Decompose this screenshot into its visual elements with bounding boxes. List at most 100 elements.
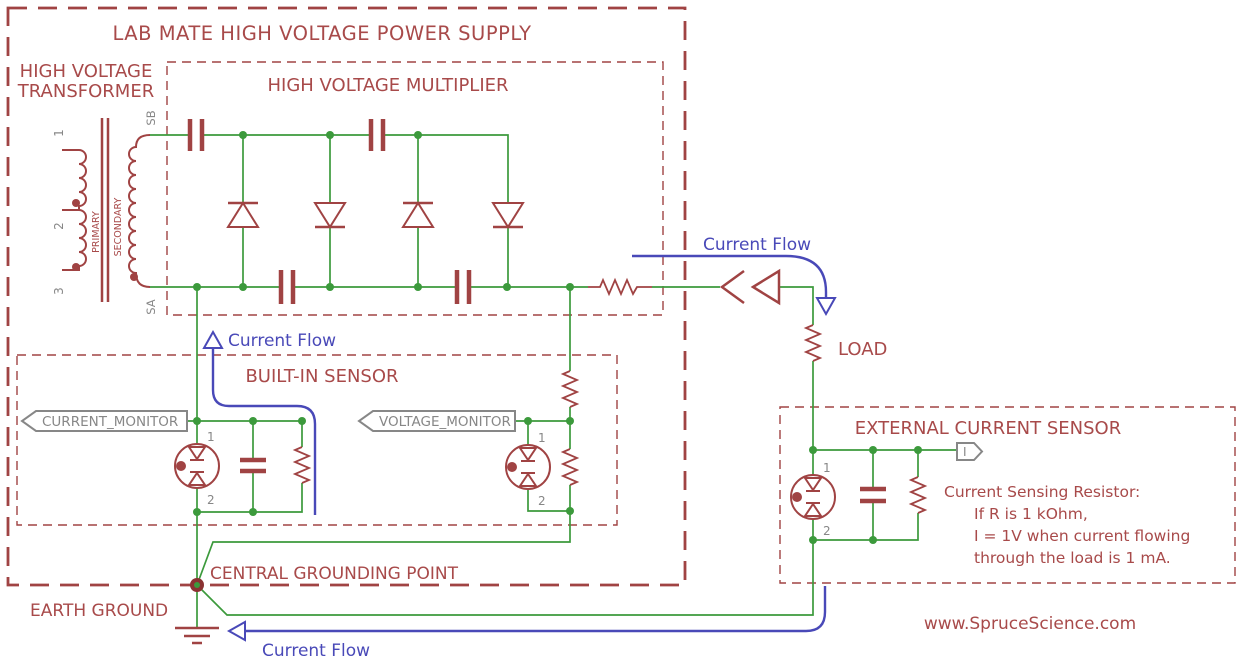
polarity-dot <box>72 199 80 207</box>
sense-note-line1: Current Sensing Resistor: <box>944 483 1140 501</box>
voltage-monitor-device <box>505 444 551 490</box>
junction-dot <box>414 131 422 139</box>
gas-fill-dot <box>507 462 517 472</box>
junction-dot <box>193 283 201 291</box>
built-in-filter-resistor <box>292 446 312 484</box>
current-flow-annotations <box>202 254 837 642</box>
sense-note-line4: through the load is 1 mA. <box>974 549 1171 567</box>
junction-dot <box>503 283 511 291</box>
capacitor <box>368 119 386 151</box>
wire <box>813 513 919 541</box>
arrowhead-up-icon <box>202 329 224 349</box>
central-grounding-label: CENTRAL GROUNDING POINT <box>210 564 459 584</box>
primary-label: PRIMARY <box>91 211 102 253</box>
load-label: LOAD <box>838 339 887 360</box>
junction-dot <box>193 417 201 425</box>
junction-dot <box>249 508 257 516</box>
junction-dot <box>524 417 532 425</box>
transformer-pin3-label: 3 <box>52 287 66 295</box>
external-pin2-label: 2 <box>823 524 831 538</box>
multiplier-box <box>166 61 664 316</box>
transformer-title-line2: TRANSFORMER <box>17 81 154 102</box>
wire <box>197 483 303 513</box>
built-in-pin1-label: 1 <box>207 430 215 444</box>
sense-note-line2: If R is 1 kOhm, <box>974 505 1088 523</box>
connector-socket <box>750 268 781 306</box>
junction-dot <box>809 446 817 454</box>
current-output-label: I <box>963 445 967 459</box>
current-output-tag: I <box>956 442 984 461</box>
junction-dot <box>914 446 922 454</box>
capacitor <box>187 119 205 151</box>
wire <box>527 489 570 512</box>
current-flow-return-label: Current Flow <box>262 641 370 661</box>
junction-dot <box>566 507 574 515</box>
transformer-sb-label: SB <box>144 110 158 125</box>
voltage-monitor-label: VOLTAGE_MONITOR <box>379 414 511 430</box>
capacitor <box>454 270 472 304</box>
multiplier-title: HIGH VOLTAGE MULTIPLIER <box>267 75 508 96</box>
junction-dot <box>326 283 334 291</box>
external-current-sensor-device <box>790 474 836 520</box>
earth-ground-symbol <box>175 626 219 645</box>
arrowhead-left-icon <box>226 620 246 642</box>
gas-fill-dot <box>792 492 802 502</box>
built-in-sensor-title: BUILT-IN SENSOR <box>245 366 398 387</box>
divider-resistor-upper <box>560 370 580 408</box>
voltage-divider <box>560 370 580 486</box>
connector-plug <box>719 269 745 305</box>
transformer-pin1-label: 1 <box>52 129 66 137</box>
secondary-label: SECONDARY <box>113 197 124 256</box>
external-pin1-label: 1 <box>823 461 831 475</box>
polarity-dot <box>72 263 80 271</box>
junction-dot <box>239 131 247 139</box>
transformer-title-line1: HIGH VOLTAGE <box>20 61 153 82</box>
junction-dot <box>193 508 201 516</box>
load-resistor <box>803 324 823 362</box>
wire <box>187 420 303 447</box>
built-in-sensor-box <box>16 354 618 526</box>
current-flow-return-arrow <box>226 586 827 642</box>
current-flow-output-arrow <box>632 254 837 317</box>
transformer-sa-label: SA <box>144 299 158 315</box>
divider-resistor-lower <box>560 448 580 486</box>
external-sensor-title: EXTERNAL CURRENT SENSOR <box>855 418 1121 439</box>
junction-dot <box>869 446 877 454</box>
current-flow-sensor-label: Current Flow <box>228 331 336 351</box>
junction-dots <box>193 131 922 544</box>
polarity-dot <box>130 273 138 281</box>
sense-note-line3: I = 1V when current flowing <box>974 527 1190 545</box>
junction-dot <box>566 417 574 425</box>
diode <box>226 201 260 228</box>
diode <box>491 202 525 229</box>
junction-dot <box>239 283 247 291</box>
external-sense-resistor <box>908 476 928 514</box>
junction-dot <box>326 131 334 139</box>
wire <box>196 519 814 616</box>
grounding <box>175 578 219 645</box>
junction-dot <box>869 536 877 544</box>
built-in-current-sensor-device <box>174 443 220 489</box>
current-flow-sensor-arrow <box>202 329 317 515</box>
wire <box>779 286 814 325</box>
junction-dot <box>809 536 817 544</box>
external-filter-capacitor <box>860 486 886 504</box>
junction-dot <box>414 283 422 291</box>
built-in-filter-capacitor <box>240 457 266 474</box>
diode <box>313 202 347 229</box>
current-flow-output-label: Current Flow <box>703 235 811 255</box>
built-in-pin2-label: 2 <box>207 493 215 507</box>
voltage-pin1-label: 1 <box>538 431 546 445</box>
junction-dot <box>566 283 574 291</box>
hv-transformer <box>62 118 151 302</box>
current-monitor-label: CURRENT_MONITOR <box>42 414 178 430</box>
output-resistor <box>588 277 652 297</box>
diode <box>401 201 435 228</box>
schematic-title: LAB MATE HIGH VOLTAGE POWER SUPPLY <box>112 22 531 45</box>
junction-dot <box>249 417 257 425</box>
current-monitor-tag: CURRENT_MONITOR <box>20 410 188 432</box>
hv-connector <box>719 268 781 306</box>
junction-dot <box>298 417 306 425</box>
voltage-pin2-label: 2 <box>538 494 546 508</box>
